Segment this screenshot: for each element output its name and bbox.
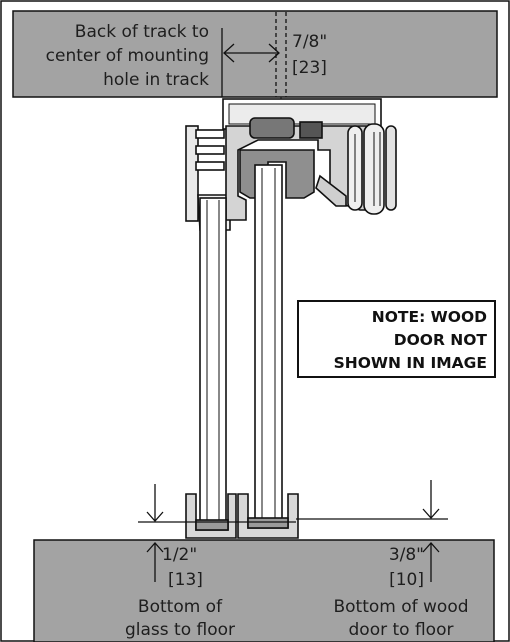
glass-panel-right	[254, 164, 283, 523]
wood-label-line2: door to floor	[348, 620, 454, 640]
track-dimension-arrow	[221, 28, 280, 97]
note-box: NOTE: WOOD DOOR NOT SHOWN IN IMAGE	[297, 300, 496, 378]
note-line3: SHOWN IN IMAGE	[333, 354, 487, 372]
note-line2: DOOR NOT	[393, 331, 487, 349]
wood-up-arrow	[422, 542, 440, 582]
glass-up-arrow	[146, 542, 164, 582]
track-dimension-inches: 7/8"	[292, 32, 328, 52]
wood-bottom-reference	[296, 480, 448, 520]
track-back-label-line2: center of mounting	[45, 46, 209, 66]
track-back-label-line3: hole in track	[103, 70, 209, 90]
wood-dimension-inches: 3/8"	[388, 545, 424, 565]
track-back-label-line1: Back of track to	[74, 22, 209, 42]
glass-dimension-mm: [13]	[168, 570, 203, 590]
wood-label-line1: Bottom of wood	[333, 597, 469, 617]
glass-label-line2: glass to floor	[124, 620, 236, 640]
wood-dimension-mm: [10]	[389, 570, 424, 590]
floor-panel	[33, 539, 495, 642]
bottom-guides	[185, 493, 299, 539]
track-dimension-mm: [23]	[292, 58, 327, 78]
track-assembly	[185, 98, 397, 231]
glass-panel-left	[199, 197, 227, 523]
glass-label-line1: Bottom of	[137, 597, 223, 617]
ceiling-panel	[12, 10, 498, 98]
glass-dimension-inches: 1/2"	[162, 545, 198, 565]
note-line1: NOTE: WOOD	[371, 308, 487, 326]
glass-bottom-reference	[138, 484, 296, 523]
